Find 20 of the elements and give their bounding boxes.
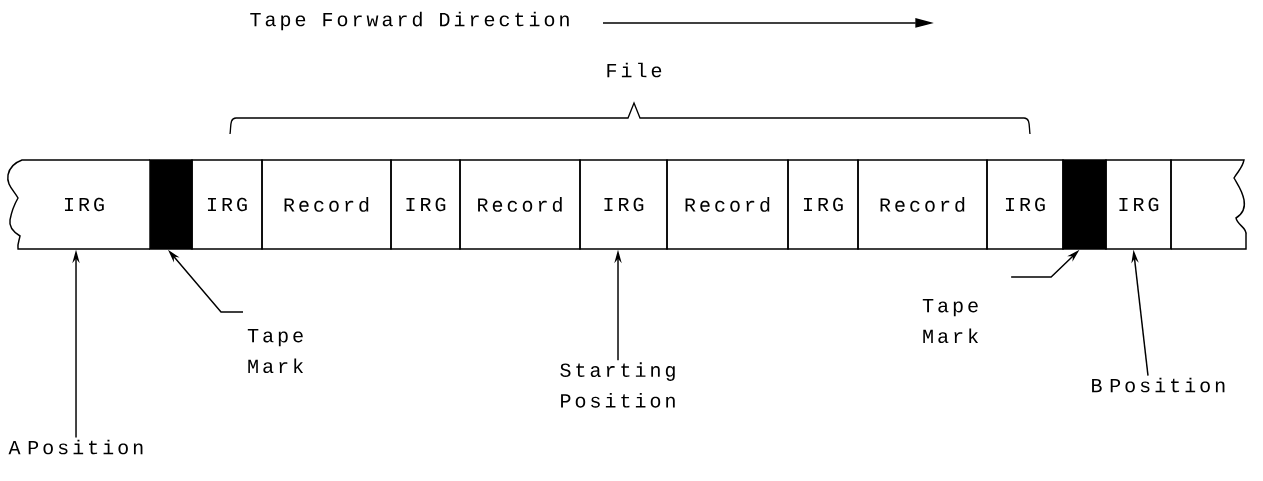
tape-cell: IRG (390, 159, 461, 250)
tape-mark-block (1062, 159, 1107, 250)
callout-text: B Position (1092, 377, 1225, 393)
callout-text: Starting Position (560, 362, 675, 408)
tape-cell: IRG (191, 159, 263, 250)
callout-text: Tape Mark (922, 299, 979, 344)
tape-cell: Record (666, 159, 789, 250)
tape-cell (1170, 159, 1247, 250)
label-text: File (607, 62, 662, 78)
tape-cell: Record (261, 159, 392, 250)
tape-cell: Record (857, 159, 988, 250)
tape-cell: IRG (579, 159, 668, 250)
tape-cell: IRG (787, 159, 859, 250)
label-text: Tape Forward Direction (250, 11, 569, 31)
callout-text: Tape Mark (247, 329, 304, 374)
tape-cell: IRG (1105, 159, 1172, 250)
callout-text: A Position (8, 439, 143, 455)
tape-cell: Record (459, 159, 581, 250)
tape-cell: IRG (7, 159, 151, 250)
tape-mark-block (149, 159, 193, 250)
